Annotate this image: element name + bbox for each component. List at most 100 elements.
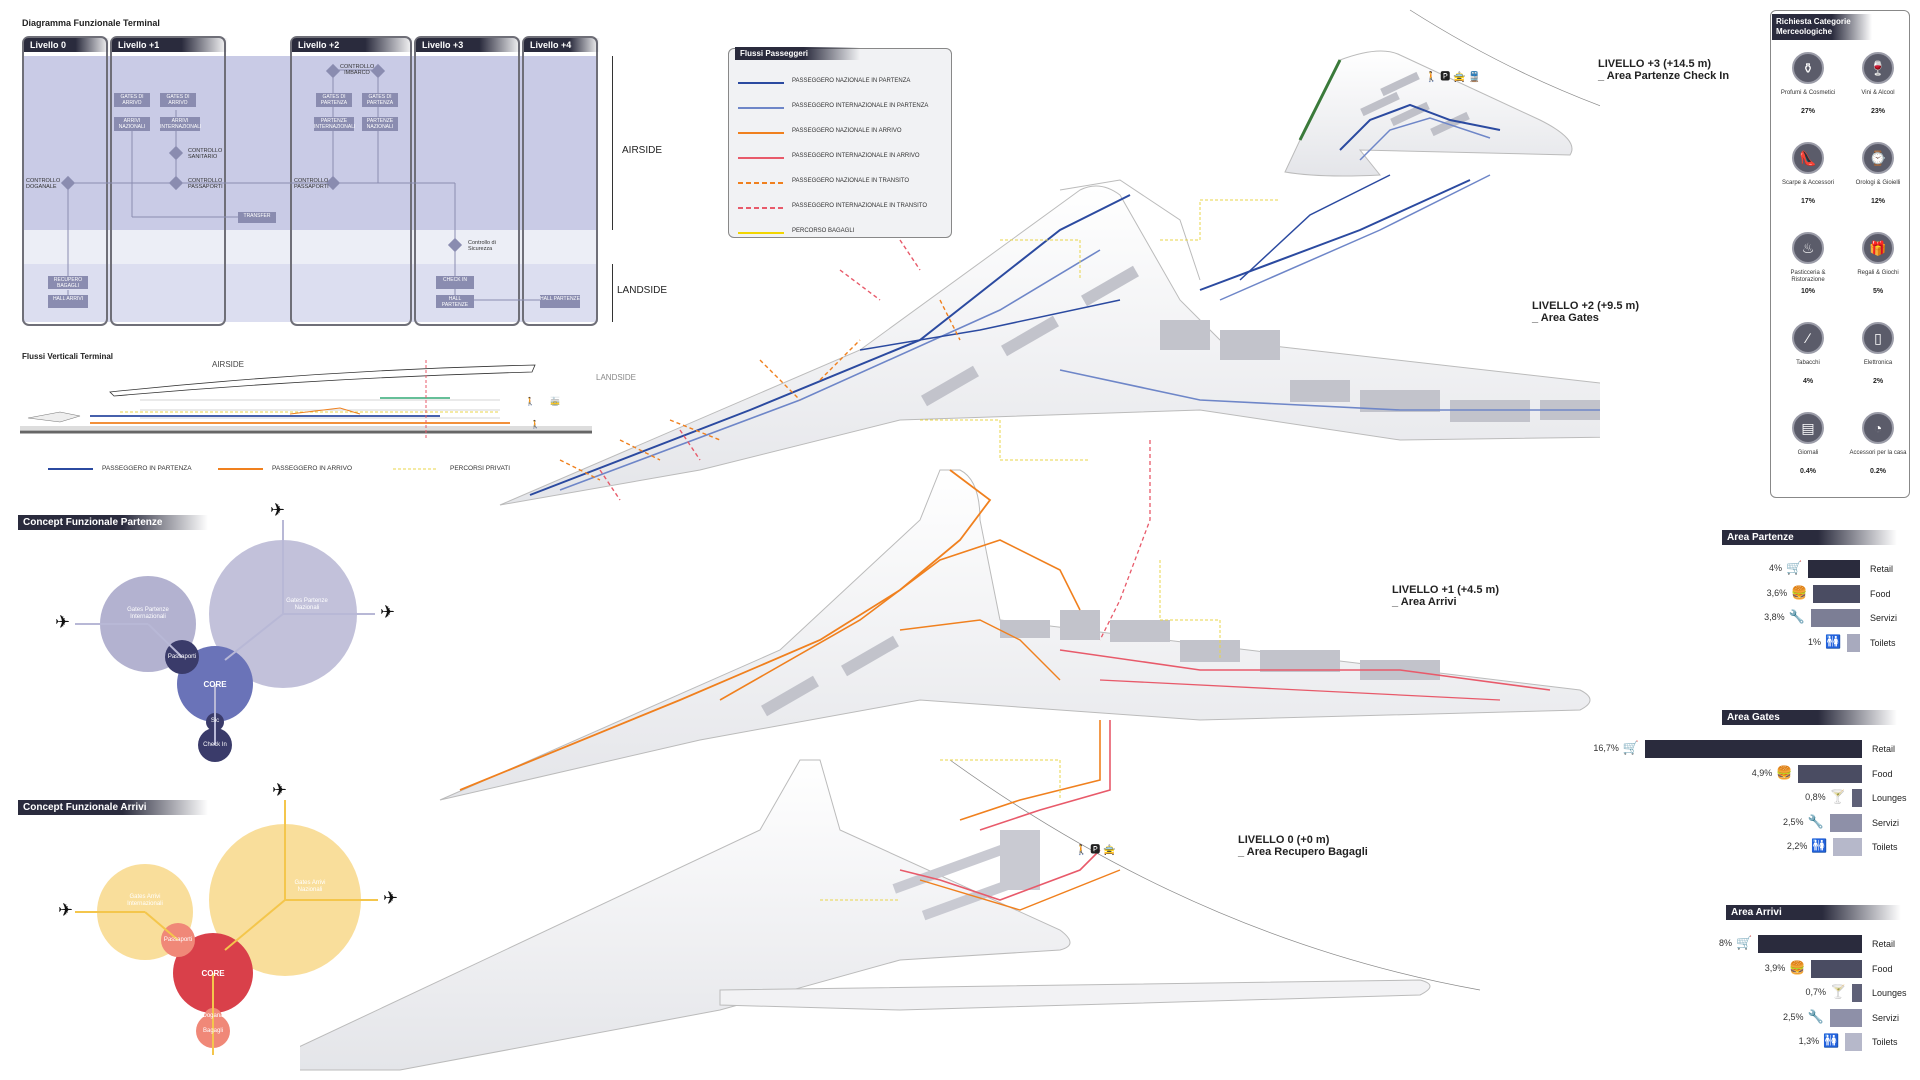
livello-3-name: LIVELLO +3 (+14.5 m) [1598, 58, 1712, 70]
categoria-name: Tabacchi [1796, 360, 1820, 366]
box-recupero-bagagli: RECUPERO BAGAGLI [48, 276, 88, 289]
airside-bracket [612, 56, 613, 230]
area-bar-label: Retail [1872, 744, 1896, 754]
label-controllo-passaporti-2: CONTROLLO PASSAPORTI [294, 178, 329, 190]
livello-0-sub: _ Area Recupero Bagagli [1238, 846, 1368, 858]
categoria-pct: 4% [1802, 378, 1814, 385]
toilet-icon: 🚻 [1811, 838, 1828, 853]
box-gates-arrivo: GATES DI ARRIVO [114, 93, 150, 107]
area-bar-label: Servizi [1872, 1012, 1900, 1023]
area-bar-label: Servizi [1872, 817, 1900, 828]
area-bar-label: Lounges [1872, 988, 1907, 998]
area-bar-pct: 3,8% [1764, 612, 1785, 622]
area-bar-pct: 16,7% [1593, 743, 1619, 753]
arrivi-dogana-label: Dogana [202, 1013, 224, 1019]
arrivi-passaporti-label: Passaporti [163, 937, 193, 943]
area-bar-label: Food [1870, 588, 1891, 599]
area-bar [1808, 560, 1860, 578]
partenze-gates-naz-label: Gates Partenze Nazionali [286, 598, 328, 611]
wrench-icon: 🔧 [1807, 1008, 1824, 1024]
box-gates-partenza: GATES DI PARTENZA [316, 93, 352, 107]
flussi-legend-line [738, 157, 784, 159]
diagramma-title: Diagramma Funzionale Terminal [22, 18, 160, 28]
area-bar-pct: 4% [1768, 563, 1782, 573]
verticali-legend-partenza: PASSEGGERO IN PARTENZA [102, 465, 192, 472]
airside-band [22, 56, 598, 230]
verticali-legend-lines [48, 468, 438, 470]
cart-icon: 🛒 [1786, 560, 1803, 575]
box-partenze-internazionali: PARTENZE INTERNAZIONALI [314, 117, 356, 131]
concept-partenze-title: Concept Funzionale Partenze [18, 515, 208, 530]
label-controllo-sanitario: CONTROLLO SANITARIO [188, 148, 223, 160]
svg-text:🚶 🅿 🚖: 🚶 🅿 🚖 [1075, 843, 1115, 856]
level-col-1: Livello +1 [110, 36, 228, 326]
svg-text:✈: ✈ [272, 780, 287, 800]
box-hall-partenze: HALL PARTENZE [436, 295, 474, 308]
partenze-gates-int-label: Gates Partenze Internazionali [127, 607, 169, 620]
livello-1-sub: _ Area Arrivi [1392, 596, 1457, 608]
area-bar-label: Toilets [1872, 842, 1898, 852]
categoria-name: Pasticceria & Ristorazione [1790, 270, 1826, 283]
level-tag: Livello 0 [24, 38, 110, 52]
flussi-legend-label: PASSEGGERO NAZIONALE IN TRANSITO [792, 178, 910, 184]
watch-icon: ⌚ [1862, 142, 1894, 174]
level-col-3: Livello +3 [414, 36, 522, 326]
area-bar [1847, 633, 1860, 652]
food-icon: 🍔 [1789, 959, 1806, 975]
area-bar-pct: 0,8% [1805, 792, 1826, 802]
box-gates-partenza-2: GATES DI PARTENZA [362, 93, 398, 107]
level-col-4: Livello +4 [522, 36, 600, 326]
box-gates-arrivo-2: GATES DI ARRIVO [160, 93, 196, 107]
area-bar-pct: 1% [1807, 636, 1821, 647]
label-controllo-doganale: CONTROLLO DOGANALE [26, 178, 61, 190]
cake-icon: ♨ [1792, 232, 1824, 264]
categoria-name: Elettronica [1863, 360, 1893, 366]
verticali-legend-privati: PERCORSI PRIVATI [450, 465, 511, 472]
area-bar-pct: 3,6% [1766, 587, 1788, 598]
box-arrivi-internazionali: ARRIVI INTERNAZIONALI [160, 117, 202, 131]
categoria-pct: 5% [1872, 288, 1884, 295]
box-arrivi-nazionali: ARRIVI NAZIONALI [114, 117, 150, 131]
toilet-icon: 🚻 [1825, 633, 1842, 649]
box-check-in: CHECK IN [436, 276, 474, 289]
area-bar-label: Food [1872, 768, 1893, 779]
arrivi-gates-naz-label: Gates Arrivi Nazionali [294, 880, 326, 893]
phone-icon: ▯ [1862, 322, 1894, 354]
area-bar [1833, 838, 1862, 856]
categoria-pct: 2% [1872, 378, 1884, 385]
livello-2-name: LIVELLO +2 (+9.5 m) [1532, 300, 1639, 312]
wine-icon: 🍷 [1862, 52, 1894, 84]
svg-text:✈: ✈ [55, 612, 70, 632]
svg-text:🚶 🅿 🚖 🚆: 🚶 🅿 🚖 🚆 [1425, 70, 1481, 83]
partenze-checkin-label: Check In [203, 742, 227, 748]
flussi-legend-line [738, 82, 784, 84]
level-tag: Livello +2 [292, 38, 414, 52]
area-bar [1829, 813, 1862, 832]
food-icon: 🍔 [1776, 764, 1793, 780]
area-title: Area Arrivi [1726, 905, 1901, 920]
level-tag: Livello +4 [524, 38, 600, 52]
cart-icon: 🛒 [1736, 935, 1753, 950]
concept-arrivi-diagram: ✈ ✈ ✈ [58, 780, 398, 1055]
area-bar [1829, 1008, 1862, 1027]
cigarette-icon: ∕ [1792, 322, 1824, 354]
box-transfer: TRANSFER [238, 212, 276, 223]
area-bar-pct: 2,5% [1782, 816, 1804, 827]
flussi-legend-label: PASSEGGERO INTERNAZIONALE IN PARTENZA [792, 103, 929, 109]
wrench-icon: 🔧 [1807, 813, 1824, 829]
categoria-pct: 23% [1870, 108, 1885, 115]
categoria-name: Regali & Giochi [1857, 270, 1899, 276]
label-controllo-sicurezza: Controllo di Sicurezza [468, 240, 496, 252]
label-controllo-passaporti-1: CONTROLLO PASSAPORTI [188, 178, 223, 190]
cocktail-icon: 🍸 [1830, 984, 1847, 999]
verticali-landside-label: LANDSIDE [596, 373, 637, 382]
categoria-pct: 0.2% [1870, 468, 1886, 475]
verticali-title: Flussi Verticali Terminal [22, 352, 113, 361]
area-bar [1851, 789, 1862, 807]
concept-arrivi-title: Concept Funzionale Arrivi [18, 800, 208, 815]
categoria-name: Profumi & Cosmetici [1780, 90, 1836, 96]
livello-0-name: LIVELLO 0 (+0 m) [1238, 834, 1330, 846]
area-bar-label: Food [1872, 963, 1893, 974]
categoria-name: Giornali [1797, 450, 1819, 456]
area-bar-label: Retail [1872, 939, 1896, 949]
